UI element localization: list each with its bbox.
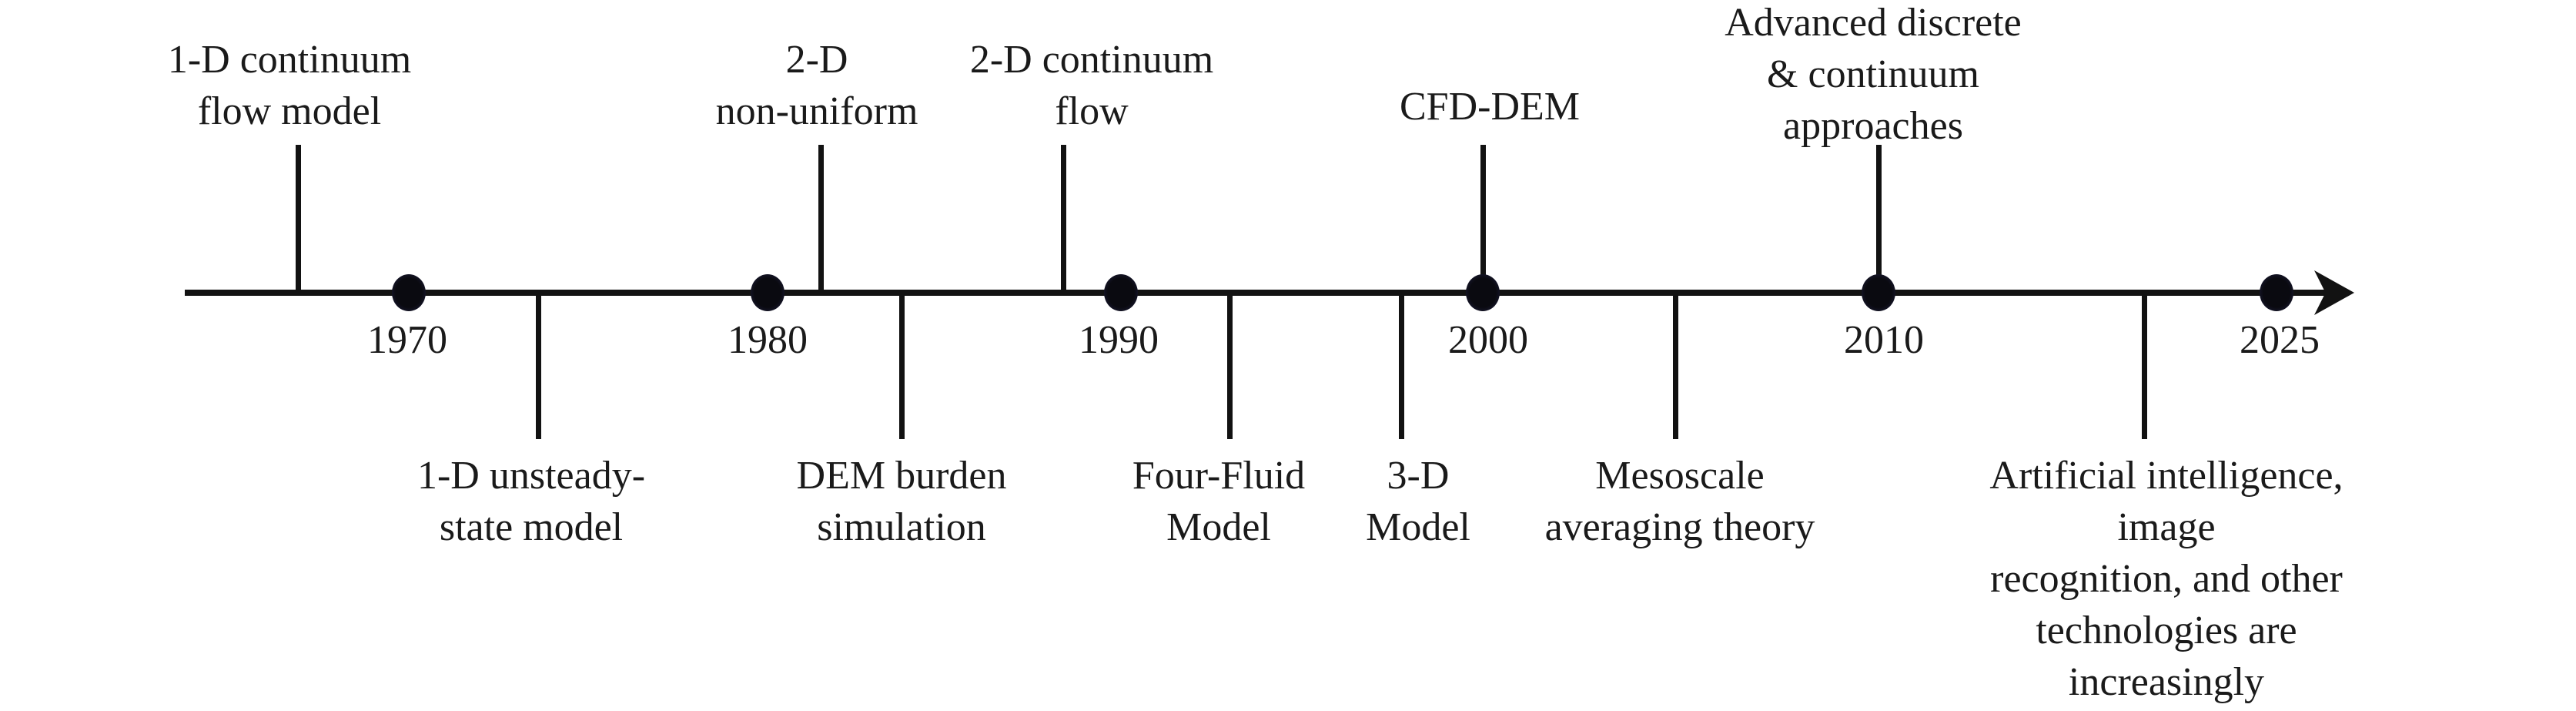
event-tick-below-four-fluid [1227, 291, 1233, 439]
event-label-above-1d-continuum: 1-D continuum flow model [167, 38, 412, 133]
event-tick-above-cfd-dem [1480, 145, 1486, 294]
year-label-1990: 1990 [1079, 318, 1159, 362]
event-label-above-cfd-dem: CFD-DEM [1399, 85, 1581, 129]
year-marker-dot-1990 [1104, 274, 1138, 311]
year-marker-dot-2000 [1466, 274, 1500, 311]
event-label-below-four-fluid: Four-Fluid Model [1132, 454, 1306, 549]
event-label-below-1d-unsteady: 1-D unsteady- state model [417, 454, 646, 549]
event-tick-below-dem-burden [899, 291, 905, 439]
event-label-below-dem-burden: DEM burden simulation [796, 454, 1007, 549]
year-label-2000: 2000 [1448, 318, 1528, 362]
year-label-2025: 2025 [2240, 318, 2320, 362]
event-label-below-3d-model: 3-D Model [1366, 454, 1470, 549]
event-tick-above-2d-nonuniform [818, 145, 824, 294]
year-marker-dot-1970 [392, 274, 426, 311]
event-tick-above-advanced [1876, 145, 1882, 294]
year-label-2010: 2010 [1844, 318, 1924, 362]
event-tick-below-mesoscale [1673, 291, 1678, 439]
event-tick-below-3d-model [1399, 291, 1404, 439]
event-label-above-2d-nonuniform: 2-D non-uniform [715, 38, 918, 133]
event-tick-below-1d-unsteady [536, 291, 541, 439]
year-marker-dot-2010 [1862, 274, 1895, 311]
event-label-above-2d-continuum: 2-D continuum flow [969, 38, 1214, 133]
year-label-1970: 1970 [367, 318, 447, 362]
year-marker-dot-2025 [2260, 274, 2293, 311]
event-tick-above-1d-continuum [296, 145, 301, 294]
event-label-below-ai: Artificial intelligence, image recogniti… [1989, 454, 2343, 704]
year-label-1980: 1980 [728, 318, 808, 362]
event-tick-below-ai [2142, 291, 2147, 439]
timeline-axis-line [185, 290, 2342, 296]
event-label-above-advanced: Advanced discrete & continuum approaches [1725, 1, 2022, 148]
year-marker-dot-1980 [751, 274, 785, 311]
event-tick-above-2d-continuum [1061, 145, 1066, 294]
event-label-below-mesoscale: Mesoscale averaging theory [1544, 454, 1815, 549]
